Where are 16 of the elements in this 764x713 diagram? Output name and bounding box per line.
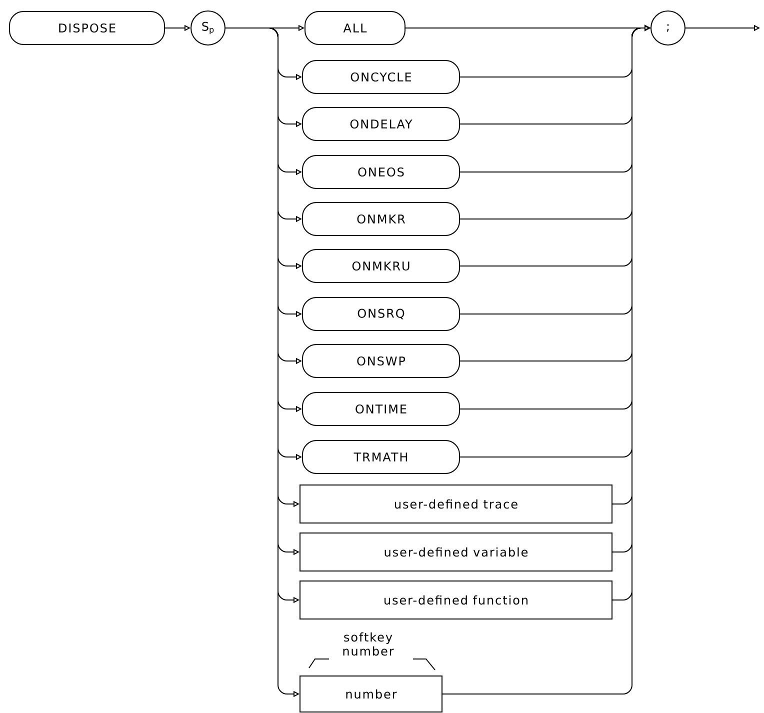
keyword-box: ONMKRU (302, 249, 460, 283)
parameter-box: user-defined variable (300, 532, 612, 572)
keyword-box: ONSWP (302, 344, 460, 378)
parameter-box: user-defined trace (300, 484, 612, 524)
keyword-box: ONDELAY (302, 107, 460, 141)
parameter-box: number (300, 676, 442, 712)
keyword-box: ONCYCLE (302, 60, 460, 94)
parameter-box: user-defined function (300, 580, 612, 620)
keyword-box: ONTIME (302, 392, 460, 426)
keyword-box: ONSRQ (302, 297, 460, 331)
keyword-box: TRMATH (302, 440, 460, 474)
keyword-box: ONEOS (302, 155, 460, 189)
bracket-label: softkey number (343, 632, 394, 656)
keyword-box: ALL (304, 11, 406, 45)
keyword-box: DISPOSE (9, 11, 165, 45)
keyword-box: ONMKR (302, 202, 460, 236)
